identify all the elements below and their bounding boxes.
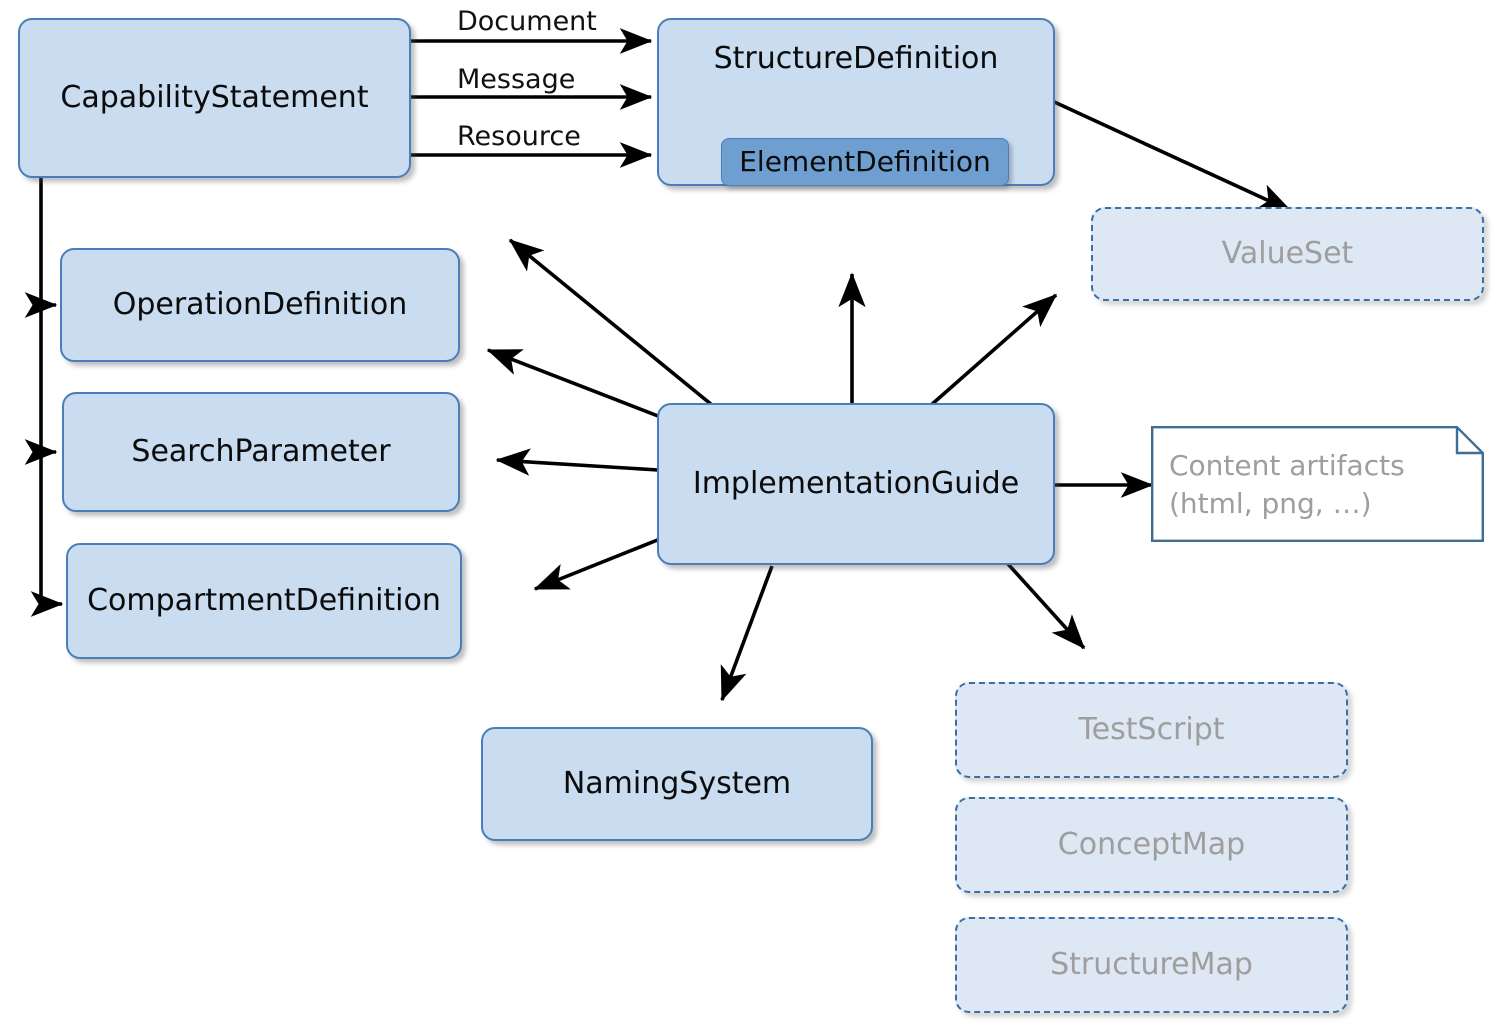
edge-capabilitystatement-left-branches	[24, 178, 64, 617]
node-capability-statement-label: CapabilityStatement	[60, 79, 369, 115]
node-structure-map[interactable]: StructureMap	[955, 917, 1348, 1013]
node-naming-system[interactable]: NamingSystem	[481, 727, 873, 841]
edge-label-message: Message	[457, 64, 576, 95]
node-element-definition-label: ElementDefinition	[739, 144, 991, 178]
node-compartment-definition-label: CompartmentDefinition	[87, 582, 441, 618]
node-operation-definition[interactable]: OperationDefinition	[60, 248, 460, 362]
node-content-artifacts[interactable]: Content artifacts (html, png, …)	[1151, 426, 1484, 542]
node-content-artifacts-label-line1: Content artifacts	[1169, 449, 1405, 482]
node-search-parameter-label: SearchParameter	[131, 433, 391, 469]
node-structure-definition[interactable]: StructureDefinition ElementDefinition	[657, 18, 1055, 186]
node-capability-statement[interactable]: CapabilityStatement	[18, 18, 411, 178]
node-structure-map-label: StructureMap	[1050, 946, 1253, 982]
edge-implementationguide-namingsystem	[720, 565, 774, 702]
node-value-set[interactable]: ValueSet	[1091, 207, 1484, 301]
node-implementation-guide[interactable]: ImplementationGuide	[657, 403, 1055, 565]
node-search-parameter[interactable]: SearchParameter	[62, 392, 460, 512]
node-element-definition[interactable]: ElementDefinition	[721, 138, 1009, 186]
edge-implementationguide-testscript	[1006, 562, 1086, 650]
edge-label-resource: Resource	[457, 121, 581, 152]
node-concept-map[interactable]: ConceptMap	[955, 797, 1348, 893]
edge-implementationguide-structuredefinition	[508, 238, 714, 407]
edge-label-document: Document	[457, 6, 597, 37]
node-content-artifacts-label-line2: (html, png, …)	[1169, 487, 1372, 521]
node-operation-definition-label: OperationDefinition	[112, 286, 408, 322]
node-compartment-definition[interactable]: CompartmentDefinition	[66, 543, 462, 659]
edge-structuredefinition-valueset	[1049, 98, 1293, 213]
node-test-script[interactable]: TestScript	[955, 682, 1348, 778]
node-implementation-guide-label: ImplementationGuide	[692, 465, 1020, 501]
node-test-script-label: TestScript	[1078, 711, 1225, 747]
node-structure-definition-label: StructureDefinition	[713, 41, 999, 76]
edge-implementationguide-searchparameter	[495, 448, 659, 476]
edge-implementationguide-valueset	[928, 293, 1058, 408]
node-naming-system-label: NamingSystem	[562, 765, 792, 801]
edge-implementationguide-operationdefinition	[486, 348, 659, 418]
edge-implementationguide-compartmentdefinition	[533, 537, 661, 591]
node-concept-map-label: ConceptMap	[1057, 826, 1246, 862]
node-value-set-label: ValueSet	[1221, 235, 1354, 271]
